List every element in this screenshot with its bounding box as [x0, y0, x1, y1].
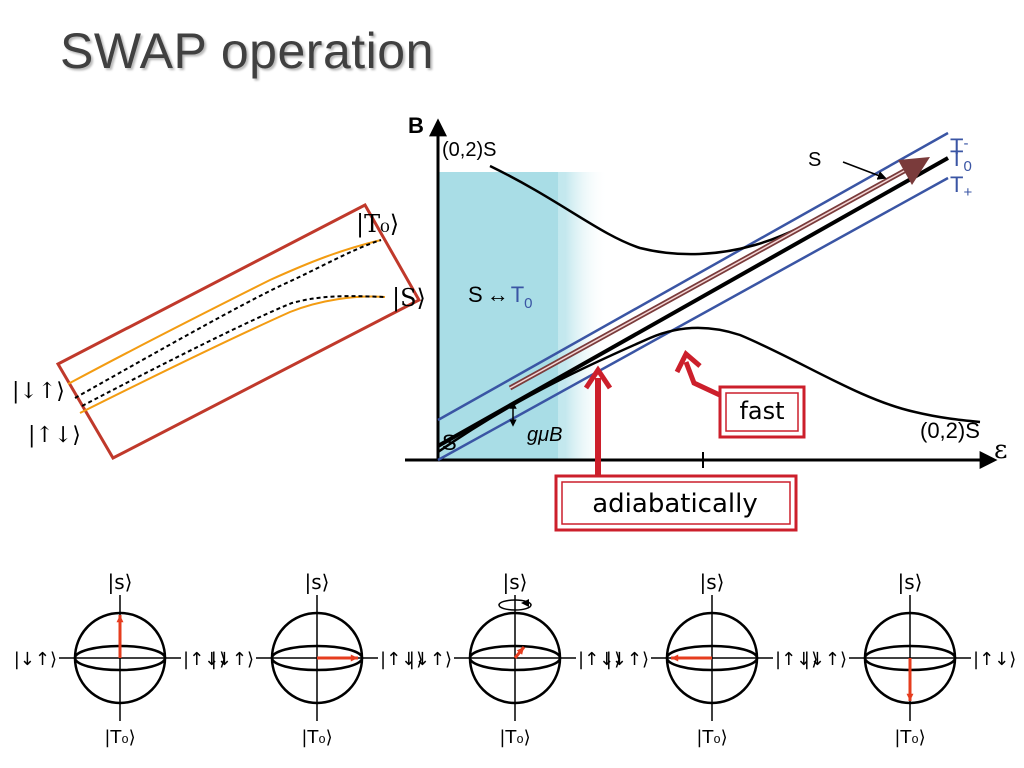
bloch-right-label: |↑↓⟩ [380, 649, 423, 670]
bloch-sphere: |s⟩ |T₀⟩ |↓↑⟩ |↑↓⟩ [14, 570, 227, 748]
bloch-bottom-label: |T₀⟩ [104, 727, 135, 748]
label-02s-bottom: (0,2)S [920, 418, 980, 443]
state-vector-head [116, 615, 124, 623]
adiabatic-box-outer [554, 474, 798, 532]
sweep-arrow-highlight [509, 164, 916, 389]
label-02s-top: (0,2)S [442, 139, 496, 161]
state-vector-head [516, 647, 524, 655]
fast-box-outer [718, 385, 806, 439]
label-t0: T0 [950, 146, 972, 175]
fast-box-inner [725, 392, 799, 432]
label-s-sweep: S [808, 149, 821, 171]
bloch-sphere-row: |s⟩|T₀⟩|↓↑⟩|↑↓⟩|s⟩|T₀⟩|↓↑⟩|↑↓⟩|s⟩|T₀⟩|↓↑… [14, 570, 1017, 748]
adiabatic-arrow-head [583, 365, 613, 390]
triplet-t-plus [437, 176, 949, 462]
precession-loop [498, 599, 532, 611]
bloch-left-label: |↓↑⟩ [211, 649, 254, 670]
bloch-top-label: |s⟩ [108, 570, 133, 594]
bloch-left-label: |↓↑⟩ [606, 649, 649, 670]
axis-eps-label: ε [994, 435, 1007, 465]
adiabatic-label: adiabatically [592, 489, 758, 519]
fast-arrow-head [674, 350, 702, 374]
energy-diagram: B ε (0,2)S S T- T0 T+ S↔T0 S gμB (0,2)S [405, 113, 1007, 469]
bloch-right-label: |↑↓⟩ [578, 649, 621, 670]
bloch-sphere: |s⟩ |T₀⟩ |↓↑⟩ |↑↓⟩ [606, 570, 819, 748]
orange-curve-lower [79, 295, 386, 414]
bloch-bottom-label: |T₀⟩ [894, 727, 925, 748]
bloch-top-label: |s⟩ [503, 570, 528, 594]
bloch-top-label: |s⟩ [305, 570, 330, 594]
label-t0-ket: |T₀⟩ [356, 210, 399, 239]
adiabatic-box-inner [561, 481, 791, 525]
rotated-frame [55, 203, 422, 460]
bloch-top-label: |s⟩ [700, 570, 725, 594]
fast-arrow-line [683, 361, 726, 400]
bloch-sphere: |s⟩ |T₀⟩ |↓↑⟩ |↑↓⟩ [211, 570, 424, 748]
sweep-arrow-head [898, 157, 930, 185]
label-s-ket: |S⟩ [392, 284, 426, 313]
bloch-top-label: |s⟩ [898, 570, 923, 594]
label-s-bottom: S [442, 430, 457, 455]
dashed-curve-upper [74, 239, 382, 399]
bloch-bottom-label: |T₀⟩ [301, 727, 332, 748]
shaded-region-solid [438, 172, 558, 460]
rotated-level-diagram: |T₀⟩ |S⟩ |↓↑⟩ |↑↓⟩ [12, 203, 426, 460]
bloch-bottom-label: |T₀⟩ [696, 727, 727, 748]
bloch-right-label: |↑↓⟩ [183, 649, 226, 670]
bloch-bottom-label: |T₀⟩ [499, 727, 530, 748]
bloch-left-label: |↓↑⟩ [804, 649, 847, 670]
label-t-plus: T+ [950, 172, 972, 201]
dashed-curve-lower [81, 295, 386, 407]
bloch-left-label: |↓↑⟩ [409, 649, 452, 670]
state-vector-head [671, 654, 679, 662]
orange-curve-upper [67, 239, 382, 385]
label-updown-ket: |↑↓⟩ [28, 423, 81, 448]
fast-label: fast [739, 397, 784, 425]
slide-title: SWAP operation [60, 23, 434, 79]
precession-arrow [521, 599, 529, 607]
bloch-right-label: |↑↓⟩ [973, 649, 1016, 670]
adiabatic-callout: adiabatically [554, 365, 798, 532]
bloch-left-label: |↓↑⟩ [14, 649, 57, 670]
axis-b-label: B [408, 113, 424, 138]
bloch-sphere: |s⟩ |T₀⟩ |↓↑⟩ |↑↓⟩ [409, 570, 622, 748]
label-t-minus: T- [950, 134, 968, 159]
label-mixing: S↔T0 [468, 282, 532, 312]
s-pointer [842, 161, 887, 180]
singlet-branch-lower [437, 326, 981, 454]
label-gub: gμB [527, 424, 562, 446]
bloch-right-label: |↑↓⟩ [775, 649, 818, 670]
bloch-sphere: |s⟩ |T₀⟩ |↓↑⟩ |↑↓⟩ [804, 570, 1017, 748]
state-vector-head [906, 693, 914, 701]
triplet-t-minus [437, 131, 949, 422]
label-downup-ket: |↓↑⟩ [12, 379, 65, 404]
fast-callout: fast [674, 350, 806, 439]
state-vector-head [350, 654, 358, 662]
